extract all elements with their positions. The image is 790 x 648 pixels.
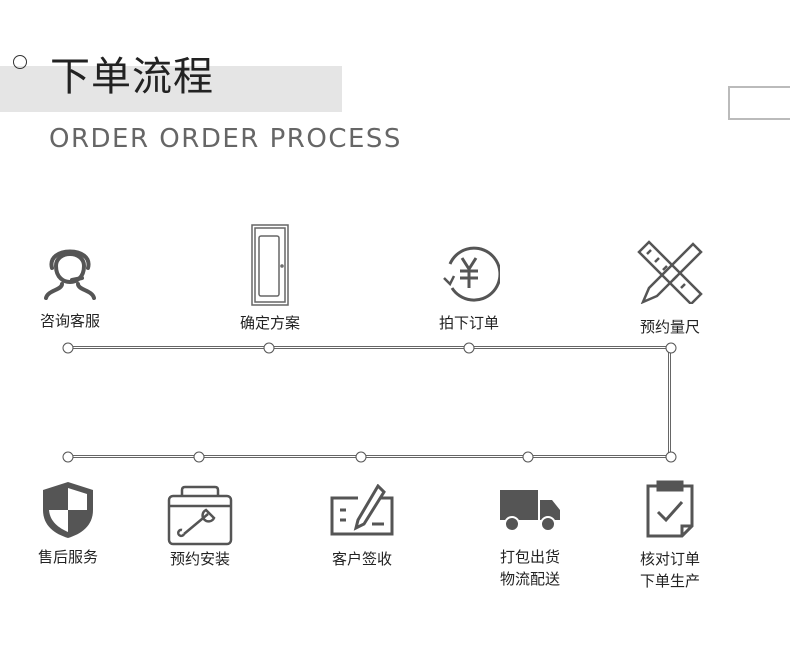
step-consult: 咨询客服 <box>10 236 130 332</box>
shield-icon <box>43 482 93 538</box>
timeline-dot <box>62 451 74 463</box>
step-schedule-install: 预约安装 <box>140 484 260 570</box>
step-customer-sign: 客户签收 <box>302 484 422 570</box>
timeline-dot <box>263 342 275 354</box>
step-label: 预约安装 <box>169 550 230 568</box>
step-verify-order: 核对订单 下单生产 <box>610 480 730 592</box>
step-label: 咨询客服 <box>39 312 100 330</box>
sign-icon <box>330 484 394 536</box>
step-label: 打包出货 <box>499 548 560 566</box>
timeline-dot <box>463 342 475 354</box>
step-label-line2: 物流配送 <box>499 570 560 588</box>
timeline-top <box>68 346 671 349</box>
timeline-dot <box>355 451 367 463</box>
step-label: 售后服务 <box>37 548 98 566</box>
step-confirm-plan: 确定方案 <box>210 224 330 334</box>
timeline-dot <box>665 451 677 463</box>
timeline-dot <box>62 342 74 354</box>
timeline-right <box>668 348 671 456</box>
decorative-box <box>728 86 790 120</box>
step-measure: 预约量尺 <box>610 240 730 338</box>
step-label: 拍下订单 <box>438 314 499 332</box>
door-icon <box>251 224 289 306</box>
title-band <box>0 66 342 112</box>
page-title: 下单流程 <box>50 54 214 100</box>
truck-icon <box>500 490 560 532</box>
headset-user-icon <box>44 249 96 300</box>
ruler-pencil-icon <box>637 240 703 304</box>
step-ship: 打包出货 物流配送 <box>470 488 590 590</box>
toolbox-wrench-icon <box>167 485 233 546</box>
step-after-sales: 售后服务 <box>8 480 128 568</box>
page-subtitle: ORDER ORDER PROCESS <box>49 124 402 154</box>
step-label: 核对订单 <box>639 550 700 568</box>
timeline-dot <box>193 451 205 463</box>
step-label-line2: 下单生产 <box>639 572 700 590</box>
timeline-dot <box>665 342 677 354</box>
yuan-refresh-icon <box>443 246 500 302</box>
timeline-dot <box>522 451 534 463</box>
circle-icon <box>13 55 27 69</box>
step-label: 客户签收 <box>331 550 392 568</box>
step-label: 确定方案 <box>239 314 300 332</box>
timeline-bottom <box>68 455 671 458</box>
step-label: 预约量尺 <box>639 318 700 336</box>
step-place-order: 拍下订单 <box>409 242 529 334</box>
clipboard-check-icon <box>646 480 694 538</box>
